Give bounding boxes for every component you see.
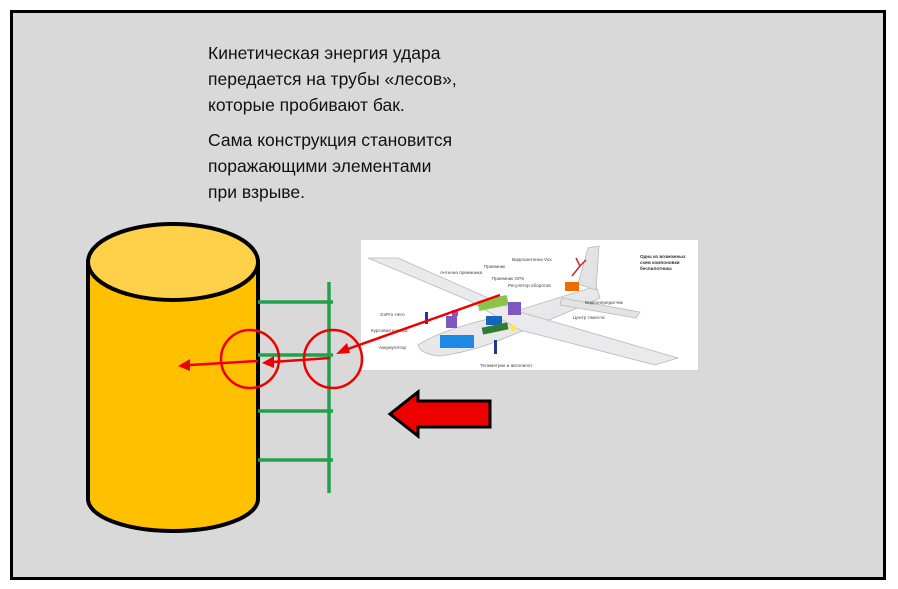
scaffolding — [258, 282, 333, 493]
uav-label: GoPro Hero — [380, 312, 405, 317]
impact-circle-tank — [219, 328, 281, 390]
caption-paragraph-1: Кинетическая энергия удара передается на… — [208, 43, 457, 115]
caption-paragraph-2: Сама конструкция становится поражающими … — [208, 130, 453, 202]
uav-label: Приемник — [484, 264, 506, 269]
uav-label: Телеметрия и автопилот — [480, 363, 533, 368]
uav-label: Регулятор оборотов — [508, 283, 551, 288]
legend-line: Одна из возможных — [640, 254, 686, 259]
uav-labels: Видеоантенна Vox Приемник Антенна приемн… — [371, 257, 624, 368]
caption-text: Кинетическая энергия удара передается на… — [208, 40, 508, 214]
uav-label: Приемник GPS — [492, 276, 524, 281]
legend-line: схем компоновки — [640, 260, 680, 265]
uav-label: Видеоантенна Vox — [512, 257, 552, 262]
uav-legend: Одна из возможных схем компоновки беспил… — [640, 254, 686, 271]
legend-line: беспилотника — [640, 265, 672, 271]
uav-inset: Видеоантенна Vox Приемник Антенна приемн… — [361, 240, 698, 370]
trajectory-arrows — [178, 293, 501, 371]
fuel-tank — [86, 222, 260, 533]
uav-label: Видеопередатчик — [585, 300, 624, 305]
uav-label: Центр тяжести — [573, 315, 605, 320]
uav-label: Курсовая камера — [371, 328, 408, 333]
uav-label: Аккумулятор — [379, 345, 407, 350]
uav-label: Антенна приемника — [440, 270, 483, 275]
direction-arrow — [387, 388, 492, 440]
